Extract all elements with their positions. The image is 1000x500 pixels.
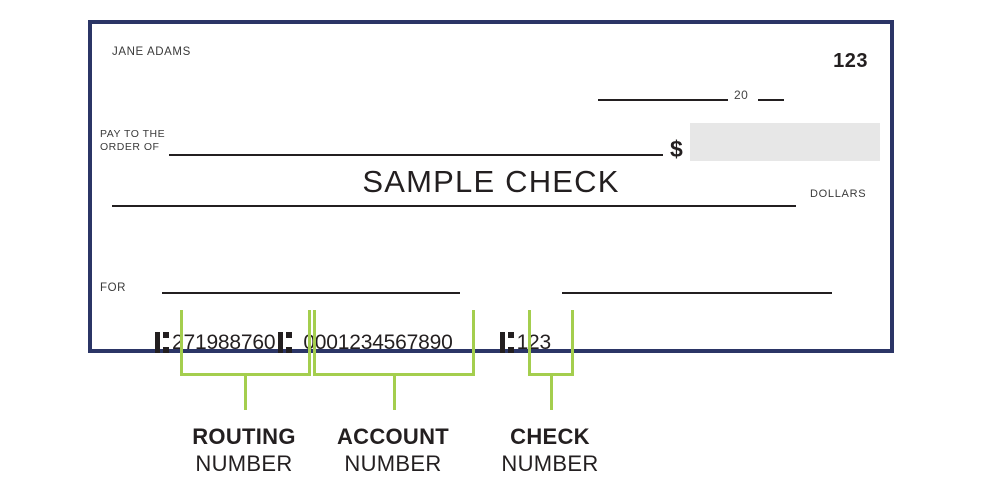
signature-line bbox=[562, 292, 832, 294]
check-label-line1: CHECK bbox=[510, 424, 590, 449]
micr-on-us-symbol bbox=[499, 331, 514, 353]
memo-line bbox=[162, 292, 460, 294]
pay-to-order-of-label: PAY TO THE ORDER OF bbox=[100, 128, 165, 153]
sample-check-text: SAMPLE CHECK bbox=[362, 164, 620, 199]
check-number-top-right: 123 bbox=[833, 50, 868, 72]
check-document: JANE ADAMS 123 20 PAY TO THE ORDER OF $ … bbox=[88, 20, 894, 353]
date-year-prefix: 20 bbox=[734, 88, 749, 102]
account-label-line2: NUMBER bbox=[344, 451, 442, 476]
micr-check-number: 123 bbox=[516, 330, 552, 354]
pay-to-line2: ORDER OF bbox=[100, 140, 160, 153]
routing-callout-stem bbox=[244, 376, 247, 410]
account-number-label: ACCOUNT NUMBER bbox=[293, 424, 493, 478]
check-callout-stem bbox=[550, 376, 553, 410]
account-callout-bracket bbox=[313, 310, 475, 376]
amount-box bbox=[690, 123, 880, 161]
micr-transit-symbol-open bbox=[155, 331, 169, 353]
account-holder-name: JANE ADAMS bbox=[112, 46, 191, 58]
pay-to-line1: PAY TO THE bbox=[100, 128, 166, 140]
check-number-label: CHECK NUMBER bbox=[450, 424, 650, 478]
check-callout-bracket bbox=[528, 310, 574, 376]
routing-callout-bracket bbox=[180, 310, 311, 376]
micr-routing-number: 271988760 bbox=[172, 330, 276, 354]
dollars-label: DOLLARS bbox=[810, 188, 867, 200]
date-line bbox=[598, 99, 728, 101]
currency-symbol: $ bbox=[670, 136, 683, 162]
micr-account-number: 0001234567890 bbox=[303, 330, 453, 354]
date-year-line bbox=[758, 99, 784, 101]
micr-transit-symbol-close bbox=[278, 331, 293, 353]
account-callout-stem bbox=[393, 376, 396, 410]
check-label-line2: NUMBER bbox=[501, 451, 599, 476]
amount-words-line bbox=[112, 205, 796, 207]
for-memo-label: FOR bbox=[100, 282, 127, 294]
routing-label-line2: NUMBER bbox=[195, 451, 293, 476]
micr-line: 271988760 0001234567890 123 bbox=[152, 325, 551, 359]
routing-number-label: ROUTING NUMBER bbox=[144, 424, 344, 478]
payee-line bbox=[169, 154, 663, 156]
account-label-line1: ACCOUNT bbox=[336, 424, 450, 449]
routing-label-line1: ROUTING bbox=[192, 424, 296, 449]
